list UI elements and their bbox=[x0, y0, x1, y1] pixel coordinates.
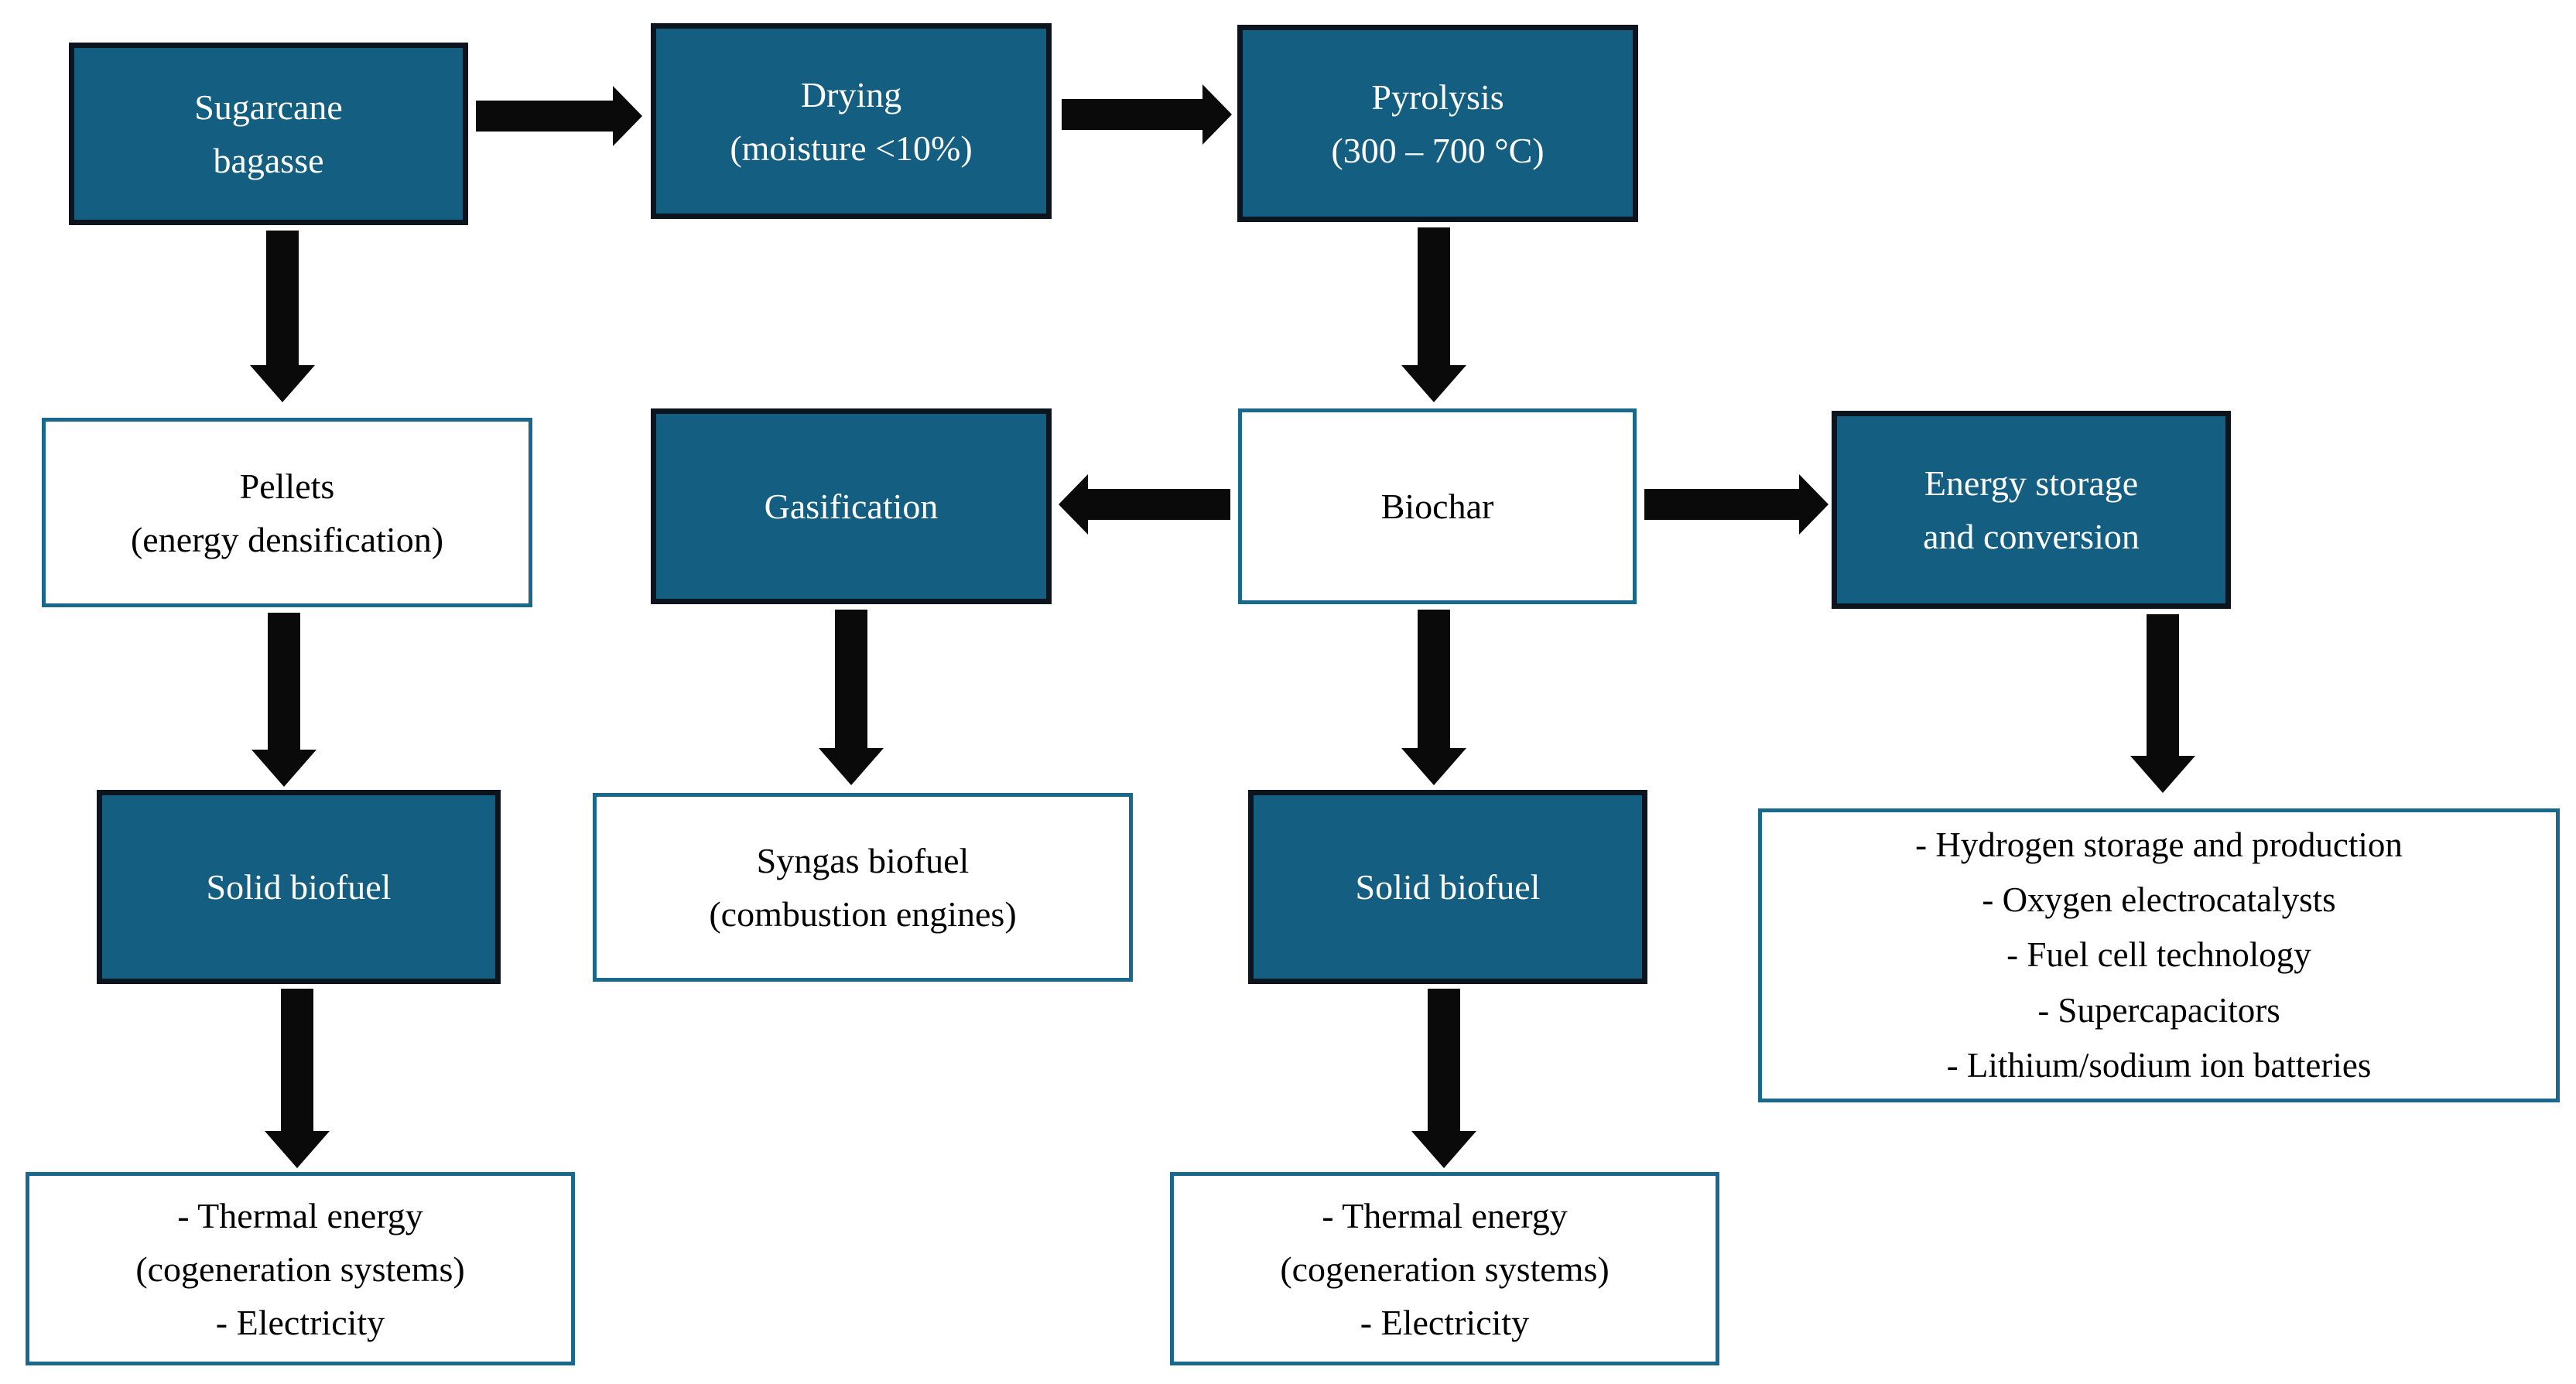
arrow-shaft bbox=[268, 613, 300, 750]
arrow-shaft bbox=[1418, 227, 1450, 365]
node-label-line: Sugarcane bbox=[194, 87, 343, 127]
arrow-head-down-icon bbox=[2130, 756, 2195, 793]
arrow-head-down-icon bbox=[265, 1131, 330, 1168]
arrow-gasification-to-syngas bbox=[819, 610, 884, 785]
arrow-head-right-icon bbox=[613, 86, 642, 146]
node-label-line: bagasse bbox=[213, 141, 324, 180]
arrow-head-right-icon bbox=[1799, 474, 1829, 535]
arrow-sugarcane-to-drying bbox=[476, 86, 642, 146]
arrow-solid-biofuel-mid-to-thermal bbox=[1411, 989, 1476, 1168]
arrow-energy-storage-to-applications bbox=[2130, 614, 2195, 793]
arrow-head-down-icon bbox=[250, 365, 315, 402]
node-label-line: (energy densification) bbox=[130, 519, 444, 559]
arrow-shaft bbox=[476, 101, 613, 132]
node-thermal-electricity-mid: - Thermal energy (cogeneration systems) … bbox=[1170, 1172, 1719, 1365]
node-pyrolysis: Pyrolysis (300 – 700 °C) bbox=[1237, 25, 1638, 222]
arrow-solid-biofuel-left-to-thermal bbox=[265, 989, 330, 1168]
node-pellets: Pellets (energy densification) bbox=[42, 418, 532, 607]
node-sugarcane-bagasse: Sugarcane bagasse bbox=[69, 43, 468, 225]
list-item: - Fuel cell technology bbox=[2006, 935, 2311, 975]
node-label-line: (cogeneration systems) bbox=[135, 1249, 465, 1289]
node-drying: Drying (moisture <10%) bbox=[651, 23, 1052, 219]
node-solid-biofuel-left: Solid biofuel bbox=[97, 790, 501, 984]
node-label-line: Biochar bbox=[1380, 487, 1494, 526]
arrow-shaft bbox=[1062, 99, 1202, 130]
arrow-shaft bbox=[2147, 614, 2179, 756]
node-label-line: and conversion bbox=[1923, 517, 2140, 556]
arrow-head-right-icon bbox=[1202, 84, 1232, 145]
arrow-shaft bbox=[266, 231, 299, 365]
node-solid-biofuel-mid: Solid biofuel bbox=[1248, 790, 1647, 984]
node-biochar: Biochar bbox=[1238, 408, 1637, 604]
node-label-line: (moisture <10%) bbox=[730, 128, 973, 168]
node-label-line: Gasification bbox=[764, 487, 939, 526]
node-energy-applications-list: - Hydrogen storage and production - Oxyg… bbox=[1758, 808, 2560, 1102]
arrow-shaft bbox=[1418, 610, 1450, 748]
list-item: - Supercapacitors bbox=[2037, 990, 2280, 1030]
arrow-biochar-to-energy-storage bbox=[1644, 474, 1829, 535]
node-thermal-electricity-left: - Thermal energy (cogeneration systems) … bbox=[26, 1172, 575, 1365]
arrow-head-down-icon bbox=[1401, 748, 1466, 785]
node-label-line: Pellets bbox=[239, 466, 335, 506]
node-label-line: (combustion engines) bbox=[709, 894, 1017, 934]
arrow-head-left-icon bbox=[1059, 474, 1088, 535]
arrow-head-down-icon bbox=[251, 750, 316, 787]
arrow-biochar-to-gasification bbox=[1059, 474, 1230, 535]
node-label-line: Pyrolysis bbox=[1371, 77, 1504, 117]
arrow-drying-to-pyrolysis bbox=[1062, 84, 1232, 145]
node-label-line: (cogeneration systems) bbox=[1280, 1249, 1610, 1289]
node-label-line: - Electricity bbox=[1360, 1302, 1530, 1342]
node-label-line: Solid biofuel bbox=[1355, 867, 1541, 907]
arrow-sugarcane-to-pellets bbox=[250, 231, 315, 402]
node-syngas-biofuel: Syngas biofuel (combustion engines) bbox=[593, 793, 1133, 982]
list-item: - Oxygen electrocatalysts bbox=[1982, 880, 2336, 920]
arrow-shaft bbox=[835, 610, 867, 748]
arrow-head-down-icon bbox=[1401, 365, 1466, 402]
arrow-shaft bbox=[281, 989, 313, 1131]
arrow-shaft bbox=[1644, 489, 1799, 520]
list-item: - Lithium/sodium ion batteries bbox=[1946, 1045, 2372, 1085]
node-label-line: Solid biofuel bbox=[206, 867, 392, 907]
node-label-line: - Thermal energy bbox=[177, 1195, 423, 1235]
node-label-line: Energy storage bbox=[1924, 463, 2139, 503]
arrow-pyrolysis-to-biochar bbox=[1401, 227, 1466, 402]
list-item: - Hydrogen storage and production bbox=[1915, 825, 2403, 865]
node-label-line: Syngas biofuel bbox=[756, 841, 970, 880]
arrow-shaft bbox=[1088, 489, 1230, 520]
node-energy-storage: Energy storage and conversion bbox=[1832, 411, 2231, 609]
node-label-line: - Thermal energy bbox=[1322, 1195, 1568, 1235]
arrow-head-down-icon bbox=[819, 748, 884, 785]
node-label-line: Drying bbox=[800, 74, 902, 114]
arrow-biochar-to-solid-biofuel bbox=[1401, 610, 1466, 785]
node-label-line: - Electricity bbox=[215, 1302, 385, 1342]
arrow-head-down-icon bbox=[1411, 1131, 1476, 1168]
arrow-pellets-to-solid-biofuel bbox=[251, 613, 316, 787]
node-gasification: Gasification bbox=[651, 408, 1052, 604]
node-label-line: (300 – 700 °C) bbox=[1331, 130, 1545, 170]
arrow-shaft bbox=[1428, 989, 1460, 1131]
